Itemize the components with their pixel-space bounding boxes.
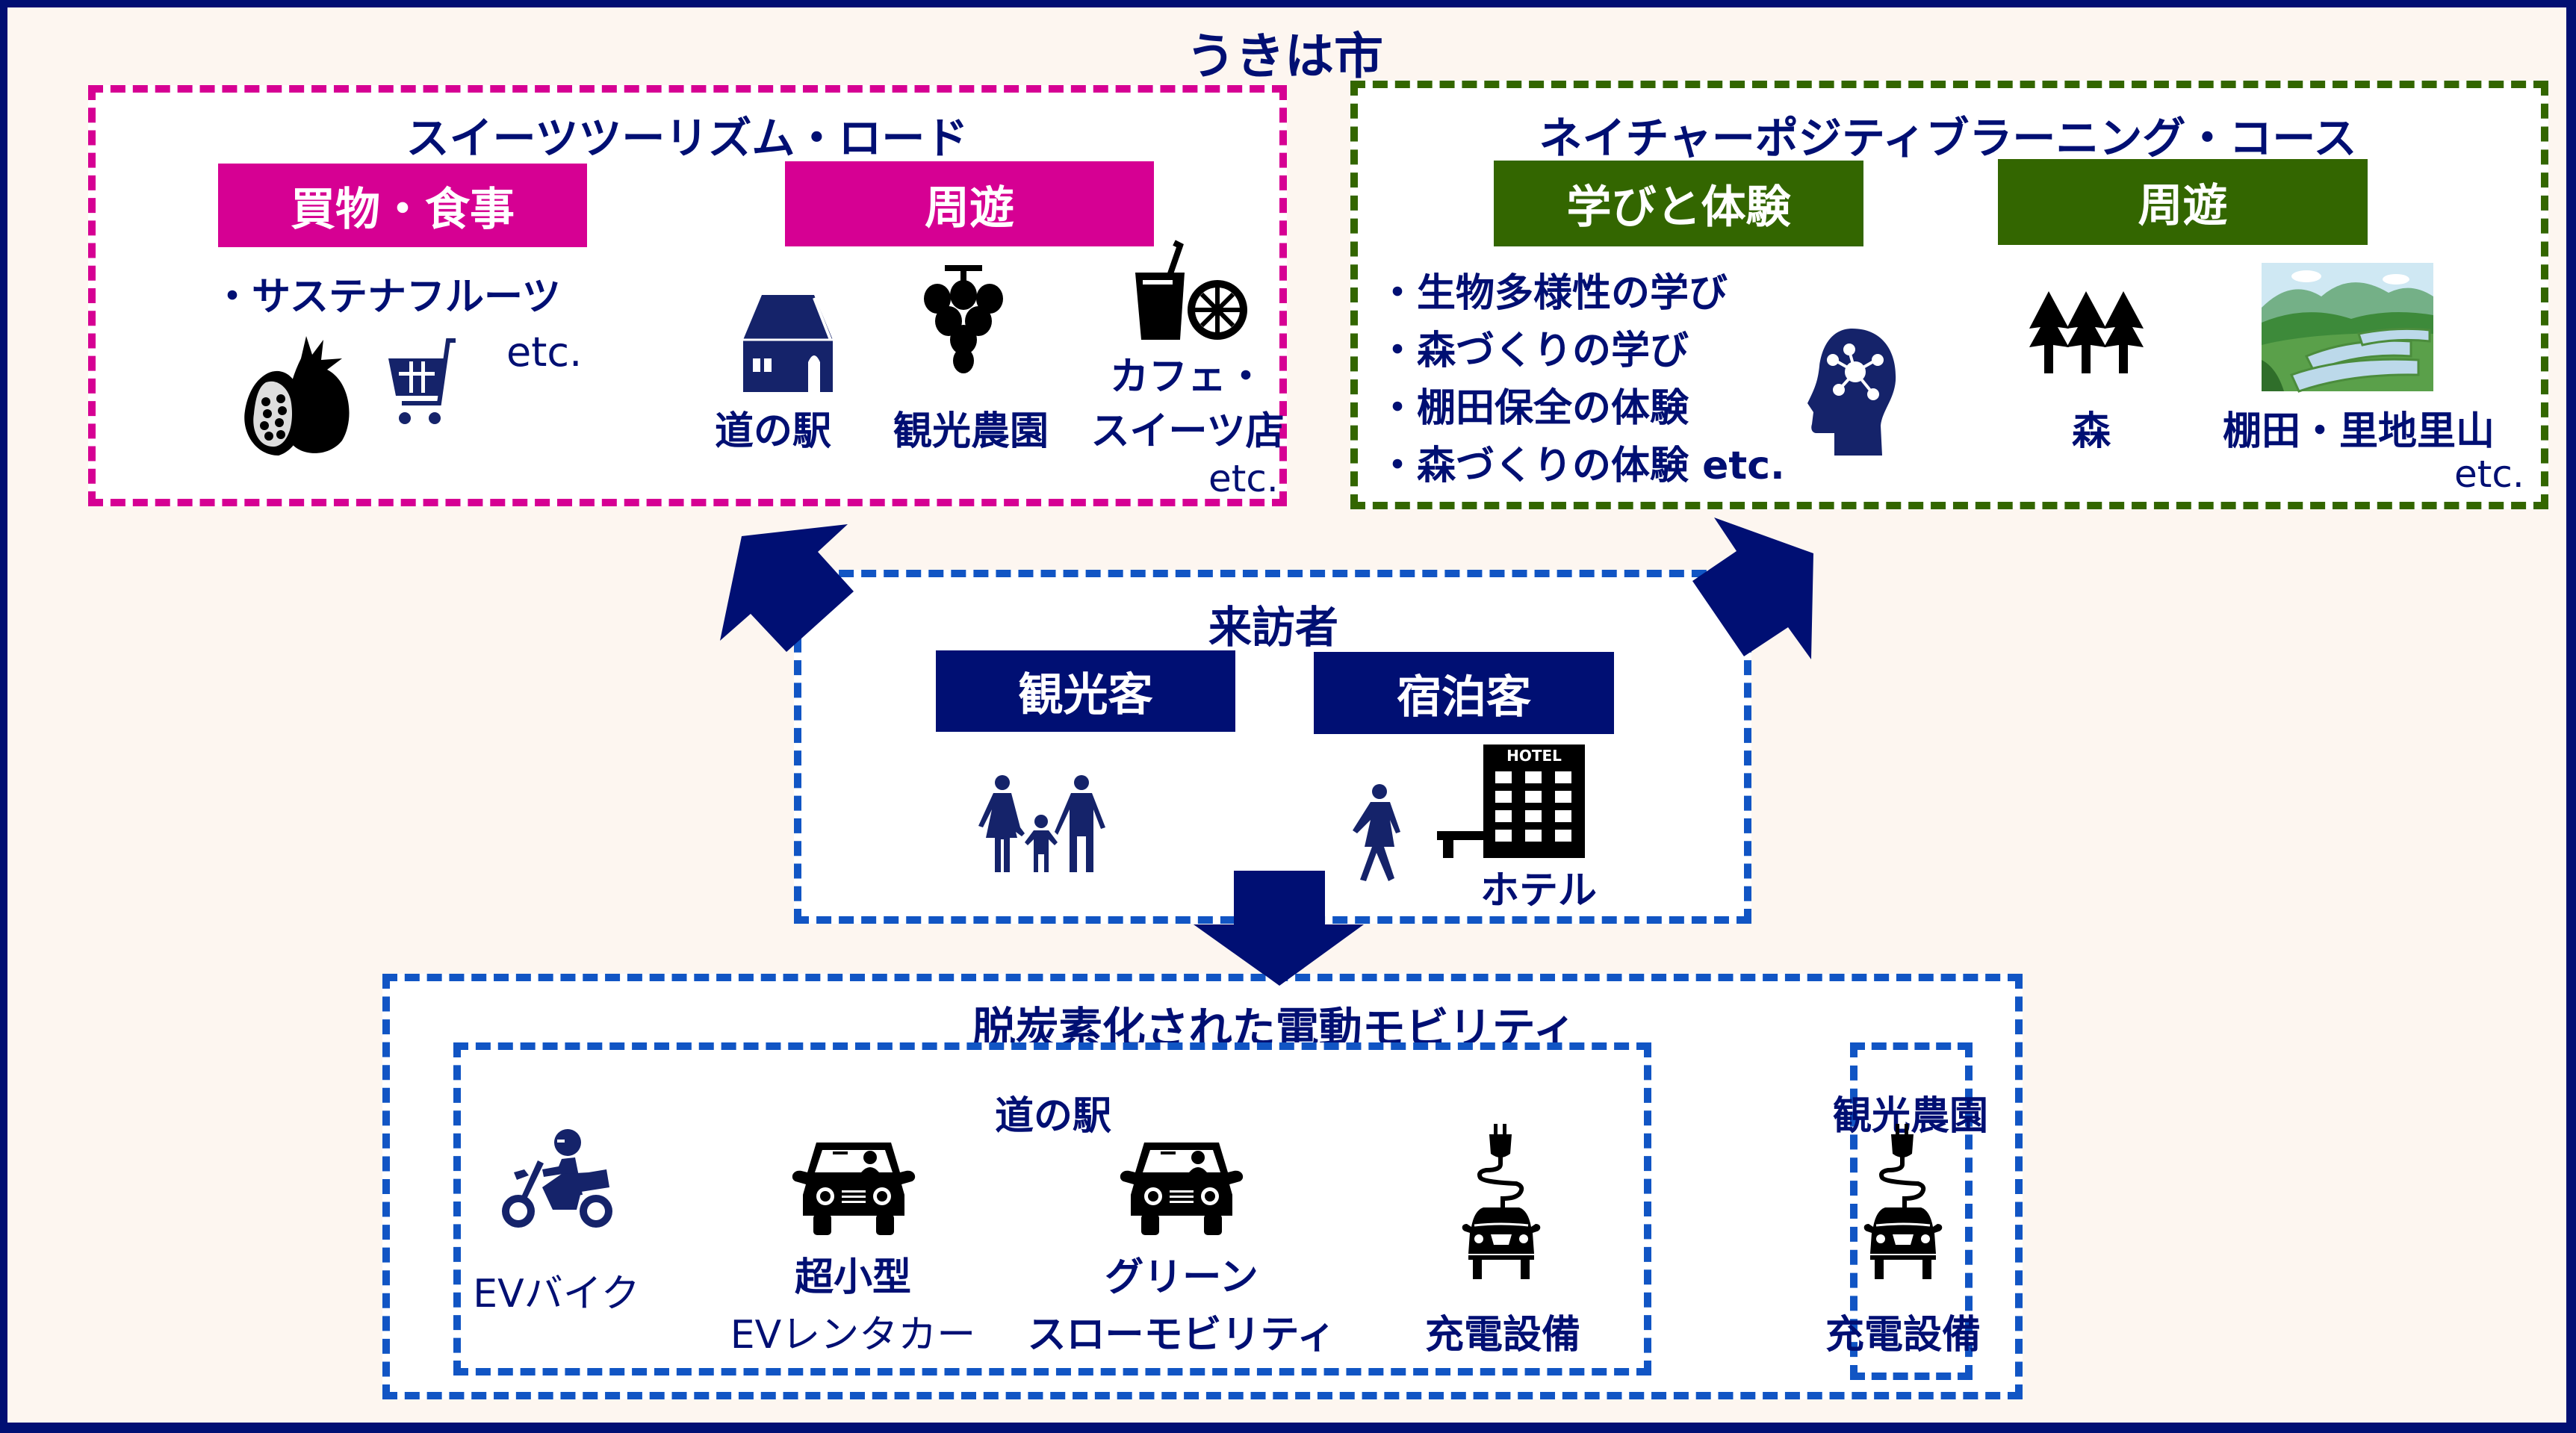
farm-charging-label: 充電設備 xyxy=(1825,1313,1981,1358)
terraced-field-label: 棚田・里地里山 xyxy=(2222,409,2495,454)
road-station-label: 道の駅 xyxy=(714,409,832,454)
arrow-to-mobility xyxy=(1194,871,1364,986)
terraced-rice-field-image xyxy=(2262,263,2433,393)
pink-tour-label: 周遊 xyxy=(785,161,1154,246)
learning-bullets: ・生物多様性の学び ・森づくりの学び ・棚田保全の体験 ・森づくりの体験 etc… xyxy=(1378,265,1785,495)
tourist-farm-label: 観光農園 xyxy=(893,409,1049,454)
hotel-icon: HOTEL xyxy=(1437,745,1585,858)
motorbike-icon xyxy=(502,1129,612,1228)
overnight-guests-label: 宿泊客 xyxy=(1314,652,1614,734)
city-title: うきは市 xyxy=(1186,28,1383,85)
forest-label: 森 xyxy=(2071,409,2111,454)
nature-tour-etc: etc. xyxy=(2454,453,2524,496)
visitors-title: 来訪者 xyxy=(1208,602,1339,653)
learning-bullet: ・棚田保全の体験 xyxy=(1378,386,1689,431)
farm-box-title: 観光農園 xyxy=(1832,1094,1989,1139)
green-slow-mobility-label-line2: スローモビリティ xyxy=(1027,1313,1336,1358)
learning-bullet: ・生物多様性の学び xyxy=(1378,271,1728,316)
learning-experience-label: 学びと体験 xyxy=(1494,161,1863,246)
road-station-box xyxy=(453,1042,1651,1376)
learning-bullet: ・森づくりの体験 etc. xyxy=(1378,444,1785,488)
sustainable-fruit-bullet: ・サステナフルーツ xyxy=(213,275,561,320)
house-icon xyxy=(743,295,833,392)
shopping-dining-label: 買物・食事 xyxy=(218,164,587,247)
hotel-label: ホテル xyxy=(1480,868,1598,913)
nature-course-title: ネイチャーポジティブラーニング・コース xyxy=(1539,113,2357,164)
arrow-to-mobility-tip xyxy=(1255,968,1304,986)
cafe-drink-icon xyxy=(1135,240,1247,340)
forest-icon xyxy=(2029,291,2144,373)
ev-bike-label: EVバイク xyxy=(473,1272,640,1317)
arrow-to-nature-course xyxy=(1692,517,1813,659)
car-icon xyxy=(792,1143,916,1235)
sweets-road-title: スイーツツーリズム・ロード xyxy=(406,113,969,164)
walking-person-icon xyxy=(1353,784,1400,881)
shopping-cart-icon xyxy=(388,338,456,424)
head-network-icon xyxy=(1807,329,1896,456)
ultra-compact-label-line1: 超小型 xyxy=(794,1255,912,1300)
visitors-box xyxy=(794,570,1751,924)
car-icon xyxy=(1120,1143,1244,1235)
hotel-sign: HOTEL xyxy=(1506,747,1562,765)
learning-bullet: ・森づくりの学び xyxy=(1378,329,1689,373)
cafe-label-line2: スイーツ店 xyxy=(1090,409,1285,454)
ultra-compact-label-line2: EVレンタカー xyxy=(730,1313,976,1358)
family-icon xyxy=(978,775,1105,872)
tourists-label: 観光客 xyxy=(936,650,1235,732)
ev-charger-icon xyxy=(1462,1124,1541,1279)
shopping-etc: etc. xyxy=(506,329,583,376)
grapes-icon xyxy=(924,265,1003,373)
ev-charger-icon xyxy=(1863,1124,1943,1279)
pomegranate-icon xyxy=(244,336,350,456)
green-tour-label: 周遊 xyxy=(1998,159,2368,245)
green-slow-mobility-label-line1: グリーン xyxy=(1105,1255,1258,1300)
charging-label: 充電設備 xyxy=(1424,1313,1581,1358)
cafe-label-line1: カフェ・ xyxy=(1109,355,1266,400)
road-station-title: 道の駅 xyxy=(994,1094,1112,1139)
tour-etc: etc. xyxy=(1208,457,1279,500)
arrow-to-sweets-road xyxy=(720,524,854,652)
